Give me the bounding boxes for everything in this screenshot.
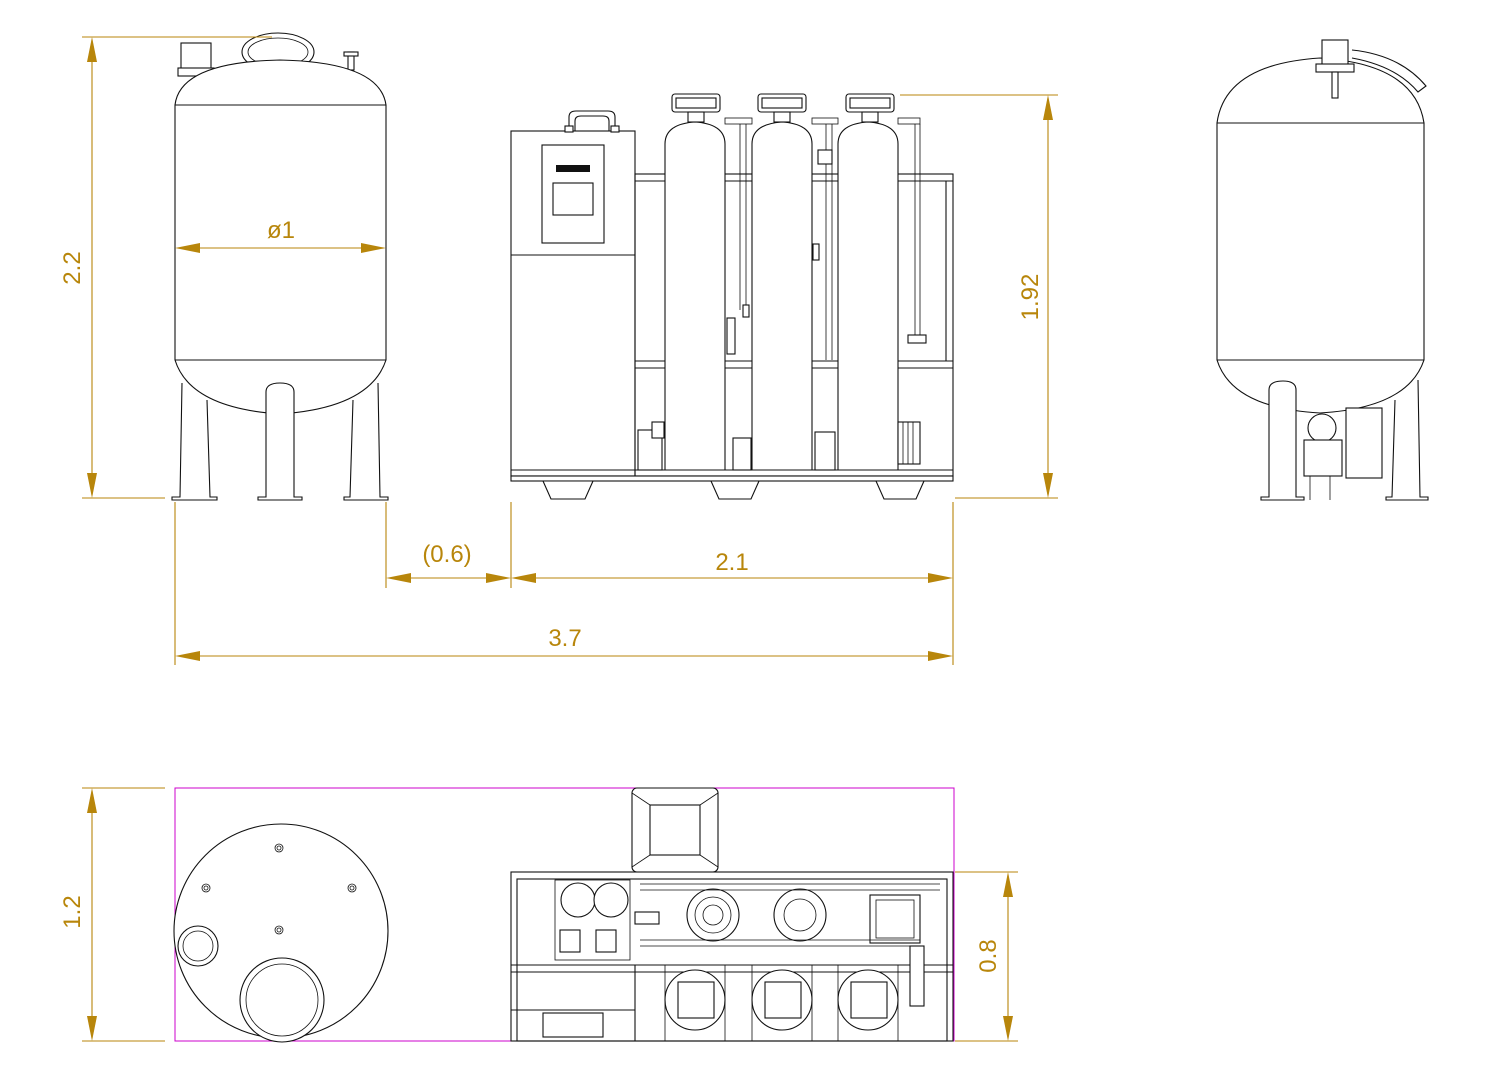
tank-side-view	[1216, 39, 1429, 501]
system-depth-label: 0.8	[975, 939, 1002, 972]
system-front-view	[510, 93, 954, 500]
clearance-label: (0.6)	[422, 541, 471, 568]
system-top-view	[510, 787, 954, 1042]
system-height-label: 1.92	[1017, 274, 1044, 321]
filter-vessel-3	[837, 93, 899, 471]
tank-top-view	[173, 823, 389, 1043]
dimension-lines	[82, 36, 1058, 1042]
tank-height-label: 2.2	[59, 251, 86, 284]
filter-vessel-2	[751, 93, 813, 471]
filter-vessel-1	[664, 93, 726, 471]
tank-diameter-label: ø1	[267, 217, 295, 244]
total-length-label: 3.7	[548, 625, 581, 652]
system-length-label: 2.1	[715, 549, 748, 576]
tank-front-view	[171, 32, 389, 501]
total-depth-label: 1.2	[59, 895, 86, 928]
